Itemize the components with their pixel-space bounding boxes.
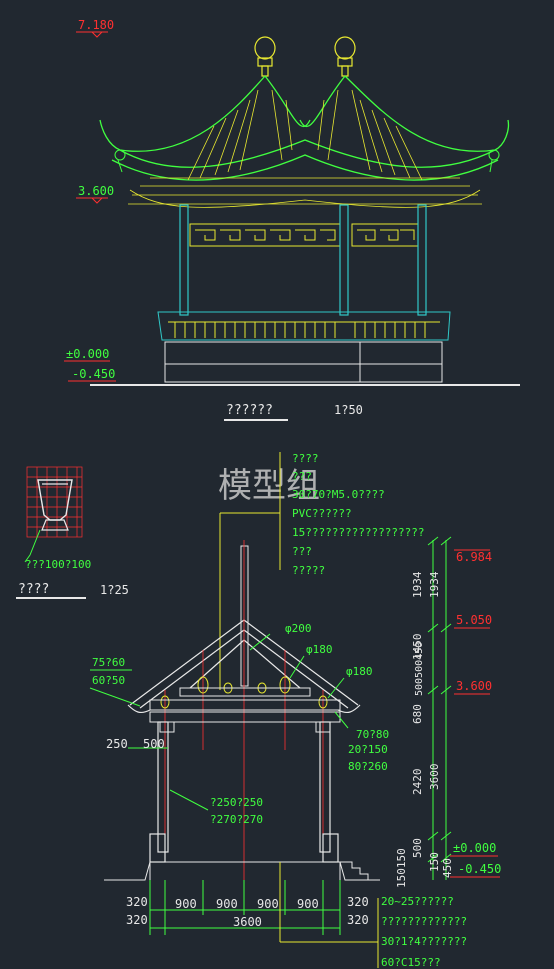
dim-v-inner-2: 3600 bbox=[428, 764, 441, 791]
section-level-ground: ±0.000 bbox=[453, 841, 496, 855]
vase-detail: ???100?100 ???? 1?25 bbox=[16, 466, 129, 599]
note-top-0: ???? bbox=[292, 452, 319, 465]
dim-v-outer-0: 1934 bbox=[411, 571, 424, 598]
dim-bottom2-2: 320 bbox=[347, 913, 369, 927]
king-post bbox=[240, 545, 249, 687]
notes-bottom: 20~25?????? ????????????? 30?1?4??????? … bbox=[279, 862, 467, 969]
dim-bottom-2: 900 bbox=[216, 897, 238, 911]
dim-bottom-0: 320 bbox=[126, 895, 148, 909]
beams bbox=[149, 687, 341, 733]
level-marker-eave: 3.600 bbox=[76, 184, 114, 204]
dim-bottom-1: 900 bbox=[175, 897, 197, 911]
dim-bottom2-1: 3600 bbox=[233, 915, 262, 929]
label-column-2: ?270?270 bbox=[210, 813, 263, 826]
railing bbox=[157, 311, 451, 341]
roof-outline bbox=[99, 75, 510, 181]
dim-v-outer-3: 2420 bbox=[411, 769, 424, 796]
label-beam-3: 80?260 bbox=[348, 760, 388, 773]
columns bbox=[179, 204, 427, 316]
label-beam-1: 70?80 bbox=[356, 728, 389, 741]
level-ground-text: ±0.000 bbox=[66, 347, 109, 361]
note-top-1: ??? bbox=[292, 470, 312, 483]
note-top-3: PVC?????? bbox=[292, 507, 352, 520]
section-level-below: -0.450 bbox=[458, 862, 501, 876]
dim-left-1: 500 bbox=[143, 737, 165, 751]
note-bottom-0: 20~25?????? bbox=[381, 895, 454, 908]
dim-v-outer-4: 500 bbox=[411, 838, 424, 858]
note-top-5: ??? bbox=[292, 545, 312, 558]
detail-title: ???? bbox=[18, 582, 49, 597]
elevation-title: ?????? bbox=[226, 403, 273, 418]
dim-bottom-4: 900 bbox=[297, 897, 319, 911]
member-labels: φ200 φ180 φ180 75?60 60?50 70?80 20?150 … bbox=[89, 622, 389, 826]
dim-v-outer-1: 1450 bbox=[411, 634, 424, 661]
watermark: 模型组 bbox=[218, 466, 320, 506]
note-bottom-3: 60?C15??? bbox=[381, 956, 441, 969]
note-bottom-1: ????????????? bbox=[381, 915, 467, 928]
dim-v-inner-1: 500500450 bbox=[414, 642, 425, 696]
label-column-1: ?250?250 bbox=[210, 796, 263, 809]
label-rafter-1: 75?60 bbox=[92, 656, 125, 669]
label-beam-2: 20?150 bbox=[348, 743, 388, 756]
section-level-eave: 3.600 bbox=[456, 679, 492, 693]
dim-bottom-5: 320 bbox=[347, 895, 369, 909]
note-bottom-2: 30?1?4??????? bbox=[381, 935, 467, 948]
dim-v-inner-3: 150 bbox=[428, 852, 441, 872]
note-top-2: 30?70?M5.0???? bbox=[292, 488, 385, 501]
dim-v-inner-0: 1934 bbox=[428, 571, 441, 598]
label-purlin-right: φ180 bbox=[346, 665, 373, 678]
level-marker-ground: ±0.000 -0.450 bbox=[64, 347, 116, 382]
detail-caption: ???100?100 bbox=[25, 558, 91, 571]
detail-grid bbox=[26, 466, 83, 538]
plinth bbox=[164, 341, 443, 383]
level-eave-text: 3.600 bbox=[78, 184, 114, 198]
dim-bottom2-0: 320 bbox=[126, 913, 148, 927]
notes-top: ???? ??? 30?70?M5.0???? PVC?????? 15????… bbox=[219, 452, 424, 690]
roof-tiles bbox=[128, 89, 482, 208]
section-level-mid: 5.050 bbox=[456, 613, 492, 627]
roof-finials bbox=[254, 36, 356, 77]
section-level-top: 6.984 bbox=[456, 550, 492, 564]
dim-v-inner-4: 450 bbox=[441, 858, 454, 878]
label-rafter-2: 60?50 bbox=[92, 674, 125, 687]
eave-ornaments bbox=[114, 149, 500, 173]
roof-section bbox=[127, 619, 361, 714]
note-top-4: 15?????????????????? bbox=[292, 526, 424, 539]
vertical-dims: 1934 1450 680 2420 500 150150 1934 50050… bbox=[395, 536, 454, 888]
label-purlin: φ180 bbox=[306, 643, 333, 656]
dim-v-outer-5: 150150 bbox=[395, 848, 408, 888]
dim-left-0: 250 bbox=[106, 737, 128, 751]
section-levels: 6.984 5.050 3.600 ±0.000 -0.450 bbox=[450, 549, 501, 878]
label-ridge: φ200 bbox=[285, 622, 312, 635]
level-top-text: 7.180 bbox=[78, 18, 114, 32]
section-base bbox=[104, 861, 380, 881]
elevation-scale: 1?50 bbox=[334, 403, 363, 417]
dim-bottom-3: 900 bbox=[257, 897, 279, 911]
pavilion-elevation: 7.180 3.600 ±0.000 -0.450 bbox=[64, 18, 520, 421]
bottom-dims: 320 900 900 900 900 320 320 3600 320 bbox=[126, 880, 369, 935]
lattice-frieze bbox=[189, 223, 419, 247]
dim-v-outer-2: 680 bbox=[411, 704, 424, 724]
left-dims: 250 500 bbox=[106, 737, 168, 751]
level-marker-top: 7.180 bbox=[76, 18, 114, 38]
level-below-text: -0.450 bbox=[72, 367, 115, 381]
pavilion-section: ???? ??? 30?70?M5.0???? PVC?????? 15????… bbox=[89, 452, 501, 969]
note-top-6: ????? bbox=[292, 564, 325, 577]
detail-scale: 1?25 bbox=[100, 583, 129, 597]
